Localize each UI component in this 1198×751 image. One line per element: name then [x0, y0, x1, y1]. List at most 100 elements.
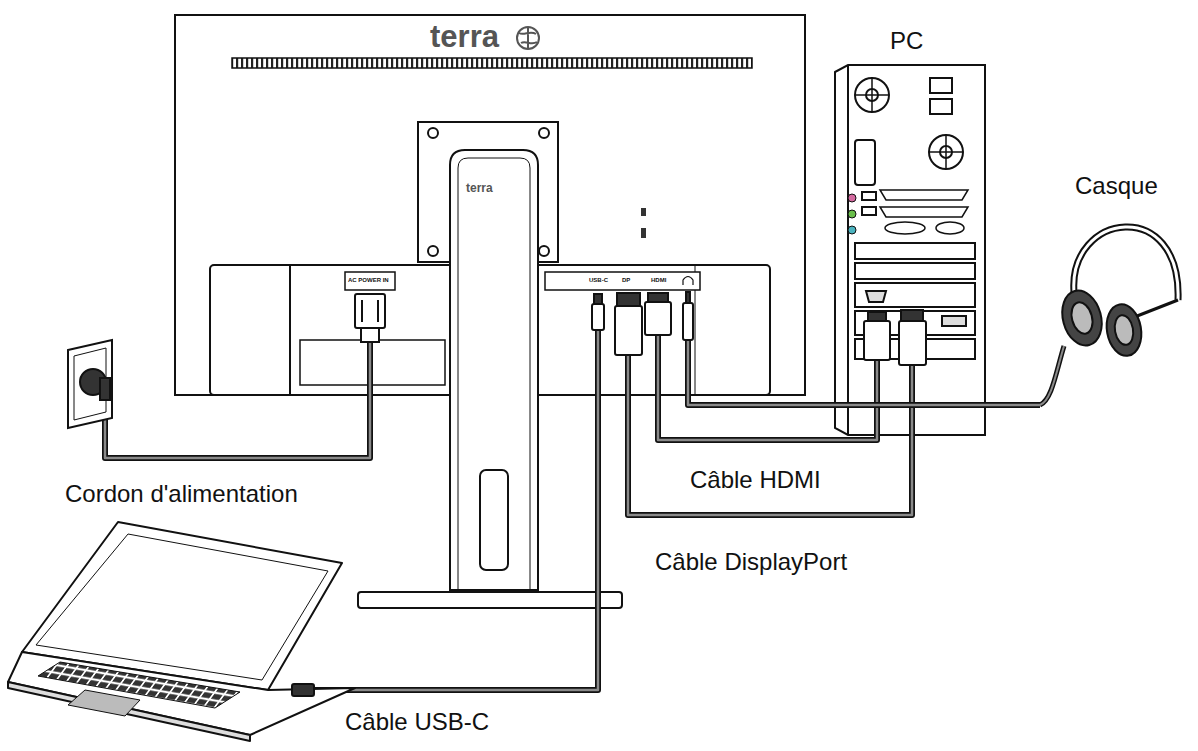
- pc-tower-part: [930, 99, 952, 114]
- cable-outline: [628, 395, 912, 515]
- headphones-node: Casque: [1040, 168, 1195, 420]
- pc-tower-part: [866, 291, 886, 302]
- port-label: HDMI: [651, 277, 666, 284]
- pc-cable-stubs-part: [911, 365, 914, 436]
- cable-connector: [688, 395, 1040, 405]
- cable-stubs-part: [687, 340, 690, 396]
- pc-tower-part: [847, 65, 849, 435]
- port-panel-part: [545, 272, 700, 290]
- power-cord: [105, 340, 370, 458]
- vesa-plate-part: [428, 246, 438, 256]
- power-cord-part: [105, 340, 370, 458]
- port-label: AC POWER IN: [348, 277, 389, 284]
- pc-tower-part: [855, 140, 875, 185]
- monitor-plugs-part: [592, 304, 604, 330]
- pc-plugs-part: [864, 321, 890, 360]
- headphones-part: [1113, 314, 1136, 347]
- headphones-part: [1040, 346, 1064, 405]
- port-label: DP: [622, 277, 630, 284]
- monitor-plugs-part: [615, 306, 642, 355]
- pc-tower-part: [942, 316, 966, 326]
- pc-tower-part: [855, 78, 889, 112]
- pc-tower: [835, 65, 985, 435]
- power-plug-part: [361, 300, 363, 322]
- cable-label: Câble DisplayPort: [655, 548, 847, 576]
- pc-cable-stubs-part: [909, 365, 915, 436]
- laptop: [8, 522, 355, 741]
- logo-globe-part: [517, 27, 539, 49]
- pc-node: PC: [835, 25, 990, 435]
- logo-globe: [517, 27, 539, 49]
- cable-label: Câble USB-C: [345, 708, 489, 736]
- headphones-part: [1074, 227, 1178, 300]
- headphones-part: [1132, 300, 1178, 318]
- pc-tower-part: [855, 243, 975, 259]
- cable-stubs-part: [627, 355, 630, 396]
- cable-stubs-part: [312, 330, 598, 690]
- pc-tower-part: [880, 190, 968, 217]
- vesa-plate-part: [539, 128, 549, 138]
- monitor-stand-part: [458, 158, 530, 590]
- pc-tower-part: [862, 192, 876, 200]
- monitor-stand-part: [358, 592, 622, 608]
- cable-stubs: [312, 330, 688, 690]
- logo-globe-part: [519, 27, 537, 49]
- headphone-icon: [683, 277, 693, 286]
- lock-icons-part: [641, 228, 646, 238]
- headphones: [1040, 227, 1178, 405]
- cable-connector: [628, 395, 912, 515]
- headphones-part: [1040, 346, 1064, 405]
- headphone-icon-part: [683, 277, 693, 286]
- headphones-part: [1074, 227, 1178, 300]
- wall-outlet-part: [68, 340, 112, 428]
- port-panel: [345, 272, 700, 290]
- port-panel-part: [345, 272, 395, 290]
- monitor-stand-part: [450, 150, 538, 590]
- power-plug-part: [355, 294, 385, 328]
- headphones-part: [1068, 300, 1096, 336]
- cable-stubs-part: [657, 335, 660, 396]
- pc-plugs-part: [899, 321, 926, 365]
- monitor-node: terra: [175, 15, 805, 395]
- monitor-plugs: [592, 292, 693, 355]
- monitor-plugs-part: [617, 293, 640, 307]
- wall-outlet-part: [100, 378, 110, 400]
- power-cord-part: [105, 340, 370, 458]
- cable-core: [628, 395, 912, 515]
- vesa-plate-part: [539, 246, 549, 256]
- monitor-housing-part: [289, 265, 291, 395]
- cable-stubs-part: [625, 355, 631, 396]
- monitor-plugs-part: [645, 302, 671, 335]
- cable-label: Câble HDMI: [690, 466, 821, 494]
- wall-outlet: [68, 340, 112, 428]
- cable-label: Cordon d'alimentation: [65, 480, 298, 508]
- brand-logo: terra: [466, 182, 493, 196]
- laptop-part: [68, 690, 140, 716]
- pc-tower-part: [929, 135, 963, 169]
- pc-tower-part: [835, 65, 985, 435]
- audio-jacks-part: [848, 226, 856, 234]
- lock-icons: [641, 208, 646, 238]
- port-label: USB-C: [589, 277, 608, 284]
- monitor-housing-part: [232, 58, 752, 68]
- pc-tower-part: [855, 263, 975, 279]
- brand-logo: terra: [430, 19, 499, 55]
- pc-tower-part: [930, 78, 952, 93]
- pc-tower-part: [862, 207, 876, 215]
- headphones-part: [1103, 301, 1146, 358]
- pc-tower-part: [936, 222, 964, 234]
- pc-plugs: [864, 310, 926, 365]
- laptop-part: [292, 684, 314, 696]
- device-label: PC: [890, 27, 923, 55]
- monitor-stand-part: [480, 470, 508, 570]
- cable-core: [688, 395, 1040, 405]
- pc-tower-part: [855, 283, 975, 307]
- vesa-plate-part: [428, 128, 438, 138]
- pc-cable-stubs-part: [874, 360, 880, 436]
- audio-jacks-part: [848, 194, 856, 202]
- pc-tower-part: [855, 78, 889, 112]
- power-plug-part: [377, 300, 379, 322]
- cable-outline: [688, 395, 1040, 405]
